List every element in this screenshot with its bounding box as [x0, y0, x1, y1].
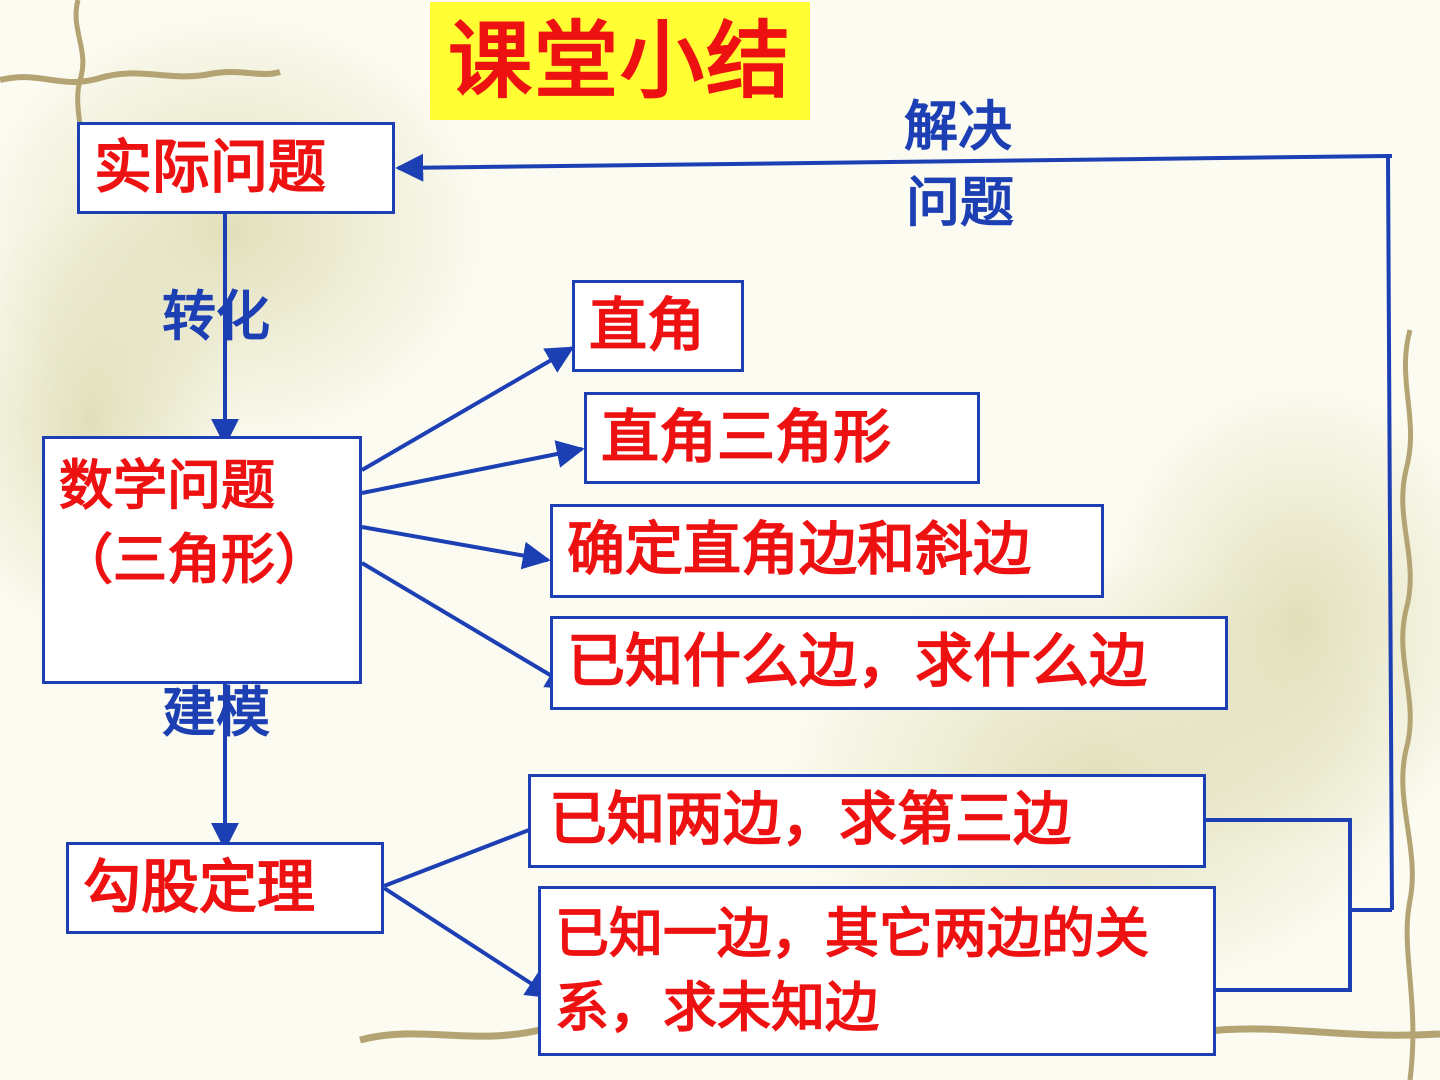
pythagorean-theorem-box: 勾股定理 — [66, 842, 384, 934]
page-title: 课堂小结 — [430, 2, 810, 120]
label-transform: 转化 — [162, 285, 270, 348]
right-angle-box: 直角 — [572, 280, 744, 372]
math-problem-box: 数学问题（三角形） — [42, 436, 362, 684]
one-side-box: 已知一边，其它两边的关系，求未知边 — [538, 886, 1216, 1056]
known-sides-box: 已知什么边，求什么边 — [550, 616, 1228, 710]
label-modeling: 建模 — [162, 681, 270, 744]
practical-problem-box: 实际问题 — [77, 122, 395, 214]
right-triangle-box: 直角三角形 — [584, 392, 980, 484]
label-solve-line2: 问题 — [906, 171, 1014, 234]
label-solve-line1: 解决 — [904, 95, 1012, 158]
two-sides-box: 已知两边，求第三边 — [528, 774, 1206, 868]
legs-hypotenuse-box: 确定直角边和斜边 — [550, 504, 1104, 598]
